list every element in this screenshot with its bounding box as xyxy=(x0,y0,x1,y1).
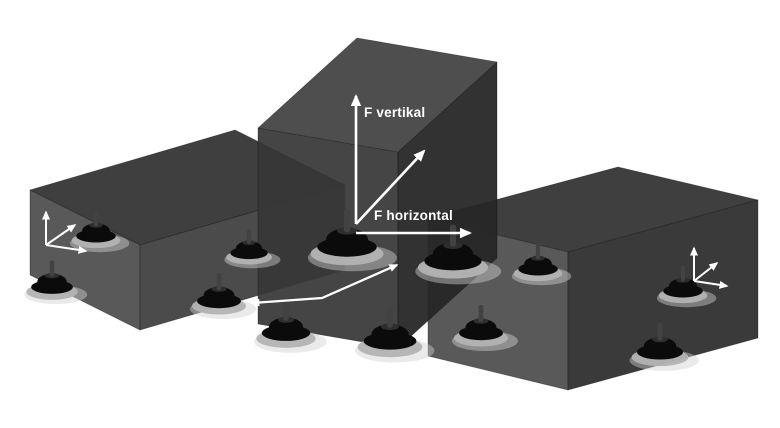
axis-triad-right xyxy=(690,246,729,289)
triad-depth-arrow xyxy=(693,262,719,282)
triad-depth-arrow xyxy=(45,224,77,246)
force-horizontal-label: F horizontal xyxy=(374,208,453,223)
triad-right-arrow xyxy=(45,244,88,254)
triad-right-arrow xyxy=(693,280,729,289)
center-block-top-face xyxy=(257,37,498,153)
span-double-arrow xyxy=(250,263,399,307)
axis-triad-left xyxy=(42,210,88,254)
force-arrows xyxy=(250,94,472,307)
force-vertical-label: F vertikal xyxy=(364,105,425,120)
depth-direction-arrow xyxy=(355,149,426,225)
